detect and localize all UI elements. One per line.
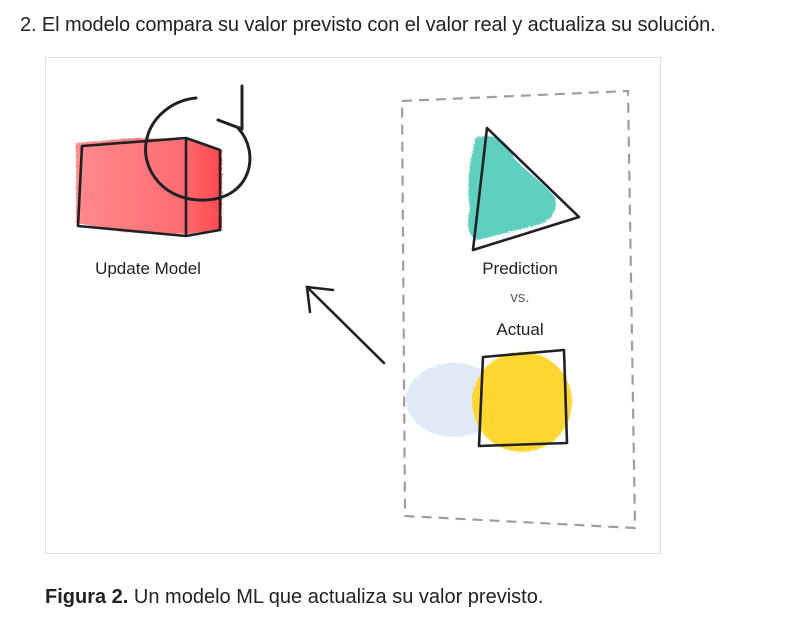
comparison-frame [400, 89, 637, 530]
rotate-arrow-icon [144, 84, 252, 202]
vs-label: vs. [510, 289, 529, 306]
caption-text: Un modelo ML que actualiza su valor prev… [128, 586, 544, 608]
actual-square-icon [406, 348, 572, 452]
diagram-canvas: Update Model Prediction vs. Actual [76, 84, 637, 530]
step-description: 2. El modelo compara su valor previsto c… [20, 14, 716, 36]
prediction-label: Prediction [482, 259, 558, 278]
caption-label: Figura 2. [45, 586, 129, 608]
actual-label: Actual [496, 320, 543, 339]
arrow-back-icon [305, 285, 386, 365]
update-model-label: Update Model [95, 259, 201, 278]
figure-diagram: Update Model Prediction vs. Actual [45, 57, 661, 554]
update-model-box-icon [76, 136, 222, 238]
prediction-triangle-icon [468, 126, 581, 252]
figure-caption: Figura 2. Un modelo ML que actualiza su … [45, 583, 543, 611]
